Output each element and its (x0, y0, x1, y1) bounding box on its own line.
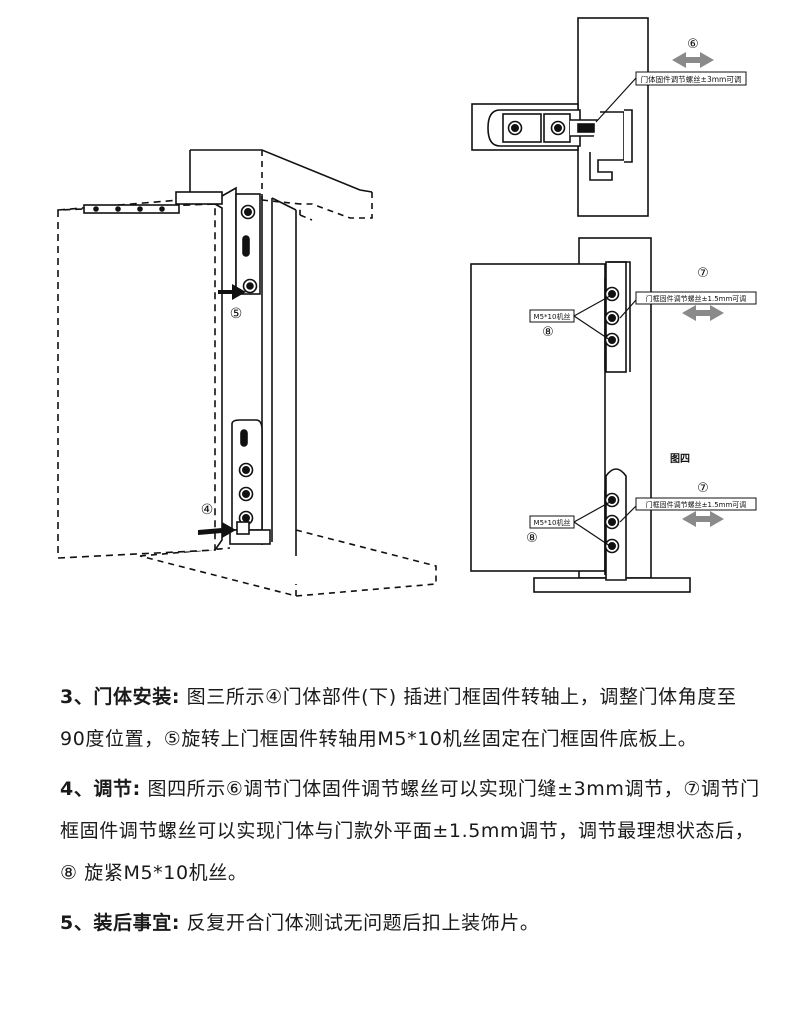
machine-screw-callout-lower: M5*10机丝 (529, 515, 575, 529)
top-frame-beam (189, 149, 373, 221)
step-5: 5、装后事宜: 反复开合门体测试无问题后扣上装饰片。 (60, 902, 760, 944)
door-screw-callout: 门体固件调节螺丝±3mm可调 (635, 71, 747, 86)
top-hinge-bracket (175, 186, 261, 295)
gap-adjust-arrow (672, 52, 714, 68)
door-screw-label: 门体固件调节螺丝±3mm可调 (641, 74, 742, 84)
frame-screw-callout-lower: 门框固件调节螺丝±1.5mm可调 (635, 497, 757, 511)
step-4-text: 图四所示⑥调节门体固件调节螺丝可以实现门缝±3mm调节，⑦调节门框固件调节螺丝可… (60, 778, 760, 884)
front-view-drawing (470, 237, 691, 593)
marker-5: ⑤ (230, 306, 243, 322)
step-5-text: 反复开合门体测试无问题后扣上装饰片。 (180, 912, 540, 934)
floor-slab (139, 529, 437, 597)
top-view-drawing (471, 17, 649, 217)
bottom-hinge-bracket (229, 419, 271, 545)
frame-screw-label-upper: 门框固件调节螺丝±1.5mm可调 (646, 294, 747, 303)
machine-screw-callout-upper: M5*10机丝 (529, 309, 575, 323)
step-5-heading: 5、装后事宜: (60, 912, 181, 934)
marker-4: ④ (201, 502, 214, 518)
left-door-frame-drawing (57, 149, 437, 597)
step-3-heading: 3、门体安装: (60, 686, 181, 708)
step-4-heading: 4、调节: (60, 778, 141, 800)
frame-screw-callout-upper: 门框固件调节螺丝±1.5mm可调 (635, 291, 757, 305)
step-3: 3、门体安装: 图三所示④门体部件(下) 插进门框固件转轴上，调整门体角度至90… (60, 676, 760, 760)
machine-screw-label-upper: M5*10机丝 (534, 312, 571, 321)
arrow-4 (198, 522, 236, 538)
depth-adjust-arrow-lower (682, 511, 724, 527)
installation-steps: 3、门体安装: 图三所示④门体部件(下) 插进门框固件转轴上，调整门体角度至90… (60, 676, 760, 952)
step-3-text: 图三所示④门体部件(下) 插进门框固件转轴上，调整门体角度至90度位置，⑤旋转上… (60, 686, 737, 750)
marker-8-lower: ⑧ (526, 531, 538, 546)
marker-7-upper: ⑦ (697, 266, 709, 281)
marker-8-upper: ⑧ (542, 325, 554, 340)
machine-screw-label-lower: M5*10机丝 (534, 518, 571, 527)
arrow-5 (218, 284, 246, 300)
step-4: 4、调节: 图四所示⑥调节门体固件调节螺丝可以实现门缝±3mm调节，⑦调节门框固… (60, 768, 760, 894)
frame-post (261, 196, 297, 545)
marker-6: ⑥ (687, 37, 699, 52)
installation-diagram: ⑤ ④ ⑥ 门体固件调节螺丝±3mm可调 (57, 17, 757, 597)
marker-7-lower: ⑦ (697, 481, 709, 496)
depth-adjust-arrow-upper (682, 305, 724, 321)
figure-caption: 图四 (670, 453, 690, 465)
frame-screw-label-lower: 门框固件调节螺丝±1.5mm可调 (646, 500, 747, 509)
door-body (57, 199, 223, 559)
